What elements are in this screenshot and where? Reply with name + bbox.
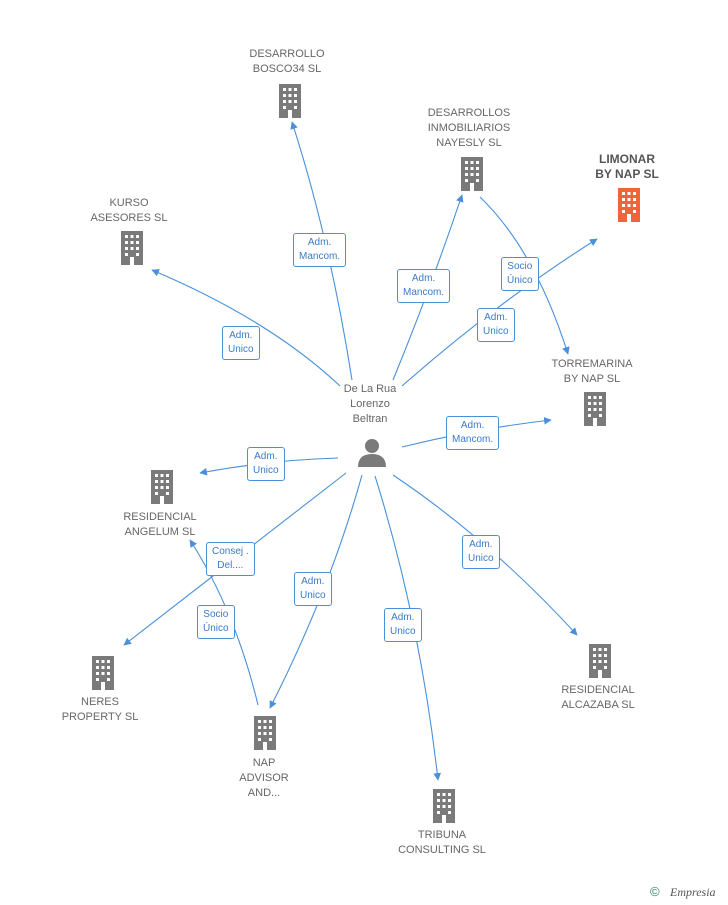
company-bosco-label[interactable]: DESARROLLO BOSCO34 SL [249,48,325,75]
company-neres-label[interactable]: NERES PROPERTY SL [61,696,139,723]
company-limonar-label[interactable]: LIMONAR BY NAP SL [595,152,659,181]
brand-logo: Empresia [670,885,716,899]
company-alcazaba-label[interactable]: RESIDENCIAL ALCAZABA SL [561,684,635,711]
person-icon[interactable] [356,436,388,468]
relation-tribuna[interactable]: Adm. Unico [384,608,422,642]
person-label: De La Rua Lorenzo Beltran [343,383,397,425]
relation-alcazaba[interactable]: Adm. Unico [462,535,500,569]
building-icon[interactable] [581,392,609,426]
edge-kurso [151,269,341,387]
relation-neres[interactable]: Consej . Del.... [206,542,255,576]
relation-napadvisor[interactable]: Adm. Unico [294,572,332,606]
building-icon[interactable] [458,157,486,191]
relation-nayesly-torremarina[interactable]: Socio Único [501,257,539,291]
relation-bosco[interactable]: Adm. Mancom. [293,233,347,267]
relation-torremarina[interactable]: Adm. Mancom. [446,416,500,450]
relation-angelum[interactable]: Adm. Unico [247,447,285,481]
building-icon[interactable] [430,789,458,823]
company-nayesly-label[interactable]: DESARROLLOS INMOBILIARIOS NAYESLY SL [427,107,511,149]
building-icon[interactable] [586,644,614,678]
relation-nayesly[interactable]: Adm. Mancom. [397,269,451,303]
company-napadvisor-label[interactable]: NAP ADVISOR AND... [239,757,289,799]
company-kurso-label[interactable]: KURSO ASESORES SL [90,197,168,224]
relation-kurso[interactable]: Adm. Unico [222,326,260,360]
building-icon[interactable] [118,231,146,265]
building-icon[interactable] [615,188,643,222]
company-tribuna-label[interactable]: TRIBUNA CONSULTING SL [398,829,486,856]
copyright-icon: © [650,884,660,899]
relation-napadvisor-angelum[interactable]: Socio Único [197,605,235,639]
building-icon[interactable] [89,656,117,690]
edge-limonar [401,238,598,387]
building-icon[interactable] [276,84,304,118]
relation-limonar[interactable]: Adm. Unico [477,308,515,342]
company-torremarina-label[interactable]: TORREMARINA BY NAP SL [551,358,633,385]
building-icon[interactable] [251,716,279,750]
building-icon[interactable] [148,470,176,504]
company-angelum-label[interactable]: RESIDENCIAL ANGELUM SL [123,511,197,538]
